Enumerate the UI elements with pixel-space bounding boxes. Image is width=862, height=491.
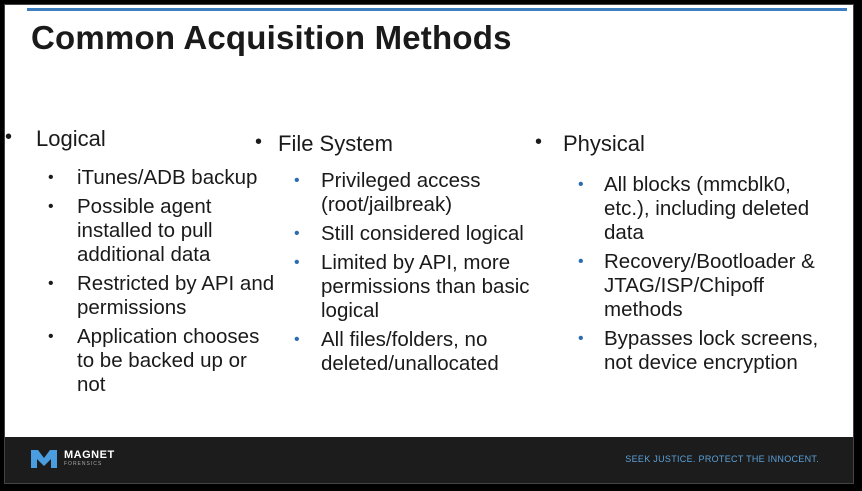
list-item: • All files/folders, no deleted/unallocat… bbox=[294, 328, 531, 376]
bullet-icon: • bbox=[535, 131, 543, 153]
column-heading-text: File System bbox=[278, 131, 393, 156]
list-item-text: All files/folders, no deleted/unallocate… bbox=[321, 328, 499, 375]
list-item: • iTunes/ADB backup bbox=[48, 166, 277, 190]
list-item-text: Bypasses lock screens, not device encryp… bbox=[604, 327, 819, 374]
column-list: • Privileged access (root/jailbreak) • Sti… bbox=[251, 169, 531, 376]
bullet-icon: • bbox=[294, 225, 300, 242]
column-physical: • Physical • All blocks (mmcblk0, etc.), … bbox=[535, 131, 845, 380]
slide: Common Acquisition Methods • Logical • iT… bbox=[4, 4, 854, 484]
list-item-text: Limited by API, more permissions than ba… bbox=[321, 251, 530, 322]
list-item-text: Possible agent installed to pull additio… bbox=[77, 195, 213, 266]
column-heading: • Physical bbox=[535, 131, 845, 157]
list-item: • Recovery/Bootloader & JTAG/ISP/Chipoff … bbox=[578, 250, 834, 322]
top-accent-line bbox=[27, 8, 847, 11]
list-item-text: Recovery/Bootloader & JTAG/ISP/Chipoff m… bbox=[604, 250, 815, 321]
column-logical: • Logical • iTunes/ADB backup • Possible a… bbox=[5, 126, 285, 402]
footer-tagline: SEEK JUSTICE. PROTECT THE INNOCENT. bbox=[625, 454, 819, 464]
list-item-text: Still considered logical bbox=[321, 222, 524, 245]
column-list: • iTunes/ADB backup • Possible agent insta… bbox=[5, 166, 277, 397]
list-item: • Privileged access (root/jailbreak) bbox=[294, 169, 531, 217]
bullet-icon: • bbox=[294, 331, 300, 348]
magnet-logo: MAGNET FORENSICS bbox=[29, 446, 115, 470]
column-list: • All blocks (mmcblk0, etc.), including d… bbox=[535, 173, 834, 375]
list-item: • Restricted by API and permissions bbox=[48, 272, 277, 320]
slide-title: Common Acquisition Methods bbox=[31, 19, 512, 56]
list-item-text: All blocks (mmcblk0, etc.), including de… bbox=[604, 173, 810, 244]
bullet-icon: • bbox=[48, 169, 54, 186]
bullet-icon: • bbox=[48, 328, 54, 345]
bullet-icon: • bbox=[578, 253, 584, 270]
bullet-icon: • bbox=[294, 254, 300, 271]
column-heading: • File System bbox=[251, 131, 541, 157]
bullet-icon: • bbox=[48, 275, 54, 292]
bullet-icon: • bbox=[578, 176, 584, 193]
bullet-icon: • bbox=[578, 330, 584, 347]
list-item: • Possible agent installed to pull additi… bbox=[48, 195, 277, 267]
list-item: • Still considered logical bbox=[294, 222, 531, 246]
logo-text: MAGNET bbox=[64, 448, 115, 461]
magnet-m-icon bbox=[31, 450, 57, 468]
bullet-icon: • bbox=[48, 198, 54, 215]
list-item: • Application chooses to be backed up or … bbox=[48, 325, 277, 397]
list-item: • All blocks (mmcblk0, etc.), including d… bbox=[578, 173, 834, 245]
column-heading-text: Physical bbox=[563, 131, 645, 156]
bullet-icon: • bbox=[294, 172, 300, 189]
bullet-icon: • bbox=[5, 126, 13, 148]
footer-bar: MAGNET FORENSICS SEEK JUSTICE. PROTECT T… bbox=[5, 437, 853, 483]
column-heading: • Logical bbox=[5, 126, 285, 152]
logo-subtext: FORENSICS bbox=[64, 460, 103, 467]
list-item-text: iTunes/ADB backup bbox=[77, 166, 258, 189]
list-item-text: Application chooses to be backed up or n… bbox=[77, 325, 260, 396]
bullet-icon: • bbox=[255, 131, 263, 153]
column-file-system: • File System • Privileged access (root/j… bbox=[251, 131, 541, 381]
list-item: • Bypasses lock screens, not device encry… bbox=[578, 327, 834, 375]
list-item: • Limited by API, more permissions than b… bbox=[294, 251, 531, 323]
list-item-text: Privileged access (root/jailbreak) bbox=[321, 169, 481, 216]
column-heading-text: Logical bbox=[36, 126, 106, 151]
list-item-text: Restricted by API and permissions bbox=[77, 272, 275, 319]
